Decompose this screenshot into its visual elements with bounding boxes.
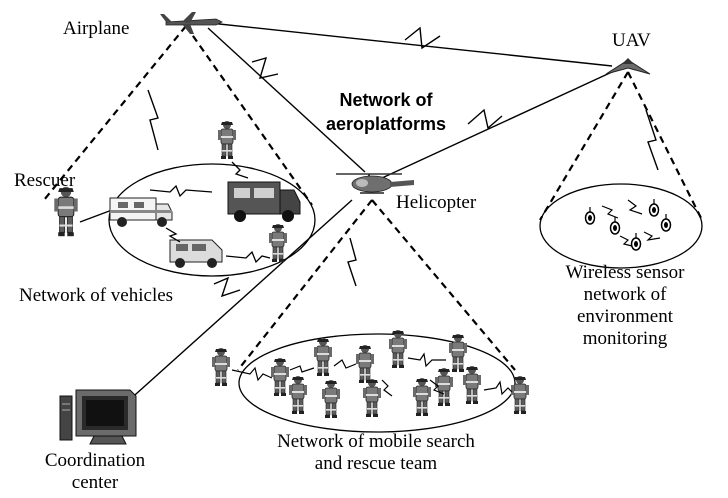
airplane-coverage-lines [43, 25, 313, 206]
rescue-team-links [231, 352, 513, 397]
rescuer-icon [217, 120, 237, 160]
sensor-icon [584, 206, 596, 225]
rescuer-icon [510, 375, 530, 415]
rescuer-icon [288, 375, 308, 415]
sensor-icon [648, 198, 660, 217]
vehicle-network-links [149, 161, 271, 264]
sensor-network-ellipse [539, 183, 703, 269]
rescue-team-label-line-2: and rescue team [314, 453, 438, 474]
rescuer-icon [412, 377, 432, 417]
rescuer-icon [211, 347, 231, 387]
rescuer-icon [388, 329, 408, 369]
rescuer-icon [321, 379, 341, 419]
title-line-1: Network of [339, 90, 433, 110]
rescuer-icon [362, 378, 382, 418]
coordination-center-label: Coordination center [20, 450, 170, 494]
vehicle-network-ellipse [108, 163, 316, 277]
wsn-label: Wireless sensor network of environment m… [534, 262, 716, 350]
computer-icon [59, 389, 137, 445]
rescue-team-label: Network of mobile search and rescue team [226, 431, 526, 475]
vehicle-icon [169, 239, 223, 268]
wireless-link-markers [147, 26, 659, 298]
uav-icon [605, 58, 651, 75]
title-line-2: aeroplatforms [325, 114, 447, 134]
vehicles-label: Network of vehicles [19, 285, 174, 306]
rescuer-icon [53, 186, 79, 237]
rescuer-icon [448, 333, 468, 373]
airplane-label: Airplane [63, 18, 130, 39]
wsn-label-line-4: monitoring [582, 328, 668, 349]
helicopter-label: Helicopter [396, 192, 477, 213]
rescuer-icon [355, 344, 375, 384]
coordination-center-label-line-2: center [71, 472, 119, 493]
rescue-team-label-line-1: Network of mobile search [277, 431, 475, 452]
aeroplatform-links [115, 22, 613, 413]
rescuer-icon [462, 365, 482, 405]
diagram-title: Network of aeroplatforms [316, 88, 456, 136]
helicopter-coverage-lines [237, 199, 516, 371]
rescuer-icon [270, 357, 290, 397]
sensor-icon [660, 213, 672, 232]
wsn-label-line-1: Wireless sensor [565, 262, 685, 283]
sensor-network-nodes [584, 198, 672, 251]
sensor-network-links [601, 199, 661, 247]
rescue-team-ellipse [238, 333, 516, 433]
airplane-icon [160, 12, 223, 34]
uav-label: UAV [612, 30, 651, 51]
rescuer-icon [313, 337, 333, 377]
rescuer-label: Rescuer [14, 170, 76, 191]
wsn-label-line-3: environment [576, 306, 674, 327]
sensor-icon [630, 232, 642, 251]
helicopter-icon [336, 173, 414, 194]
wsn-label-line-2: network of [583, 284, 667, 305]
vehicle-icon [109, 197, 173, 227]
sensor-icon [609, 216, 621, 235]
rescuer-icon [268, 223, 288, 263]
vehicle-icon [227, 181, 301, 222]
coordination-center-label-line-1: Coordination [44, 450, 146, 471]
rescuer-link [79, 209, 113, 223]
uav-coverage-lines [539, 71, 703, 221]
